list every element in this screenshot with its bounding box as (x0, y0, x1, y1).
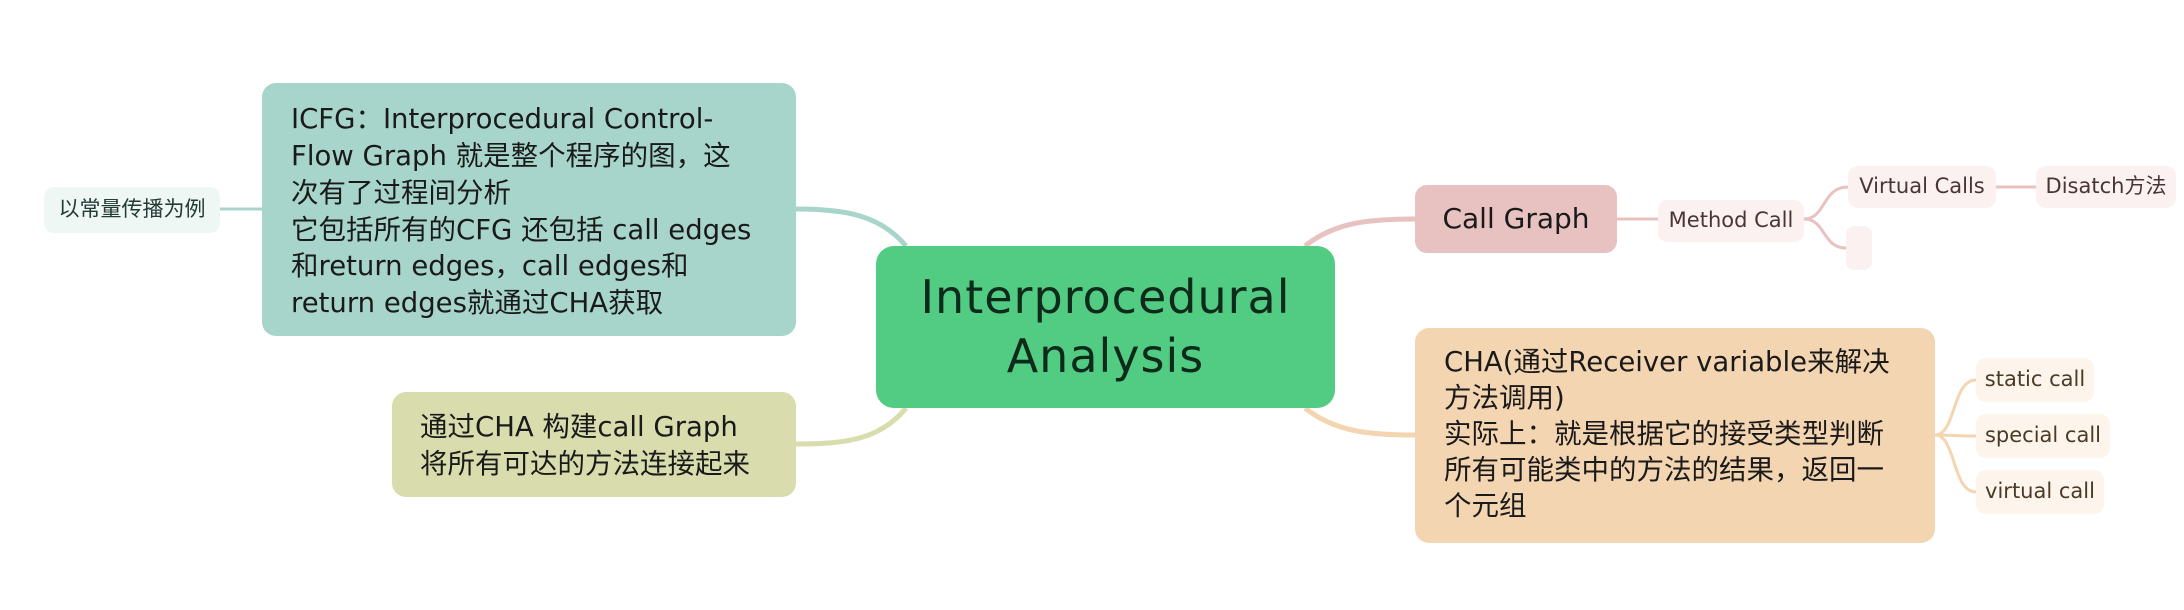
connector-methodcall-blank (1803, 217, 1847, 250)
connector-cha-staticcall (1934, 378, 1977, 437)
icfg-topic-text: ICFG：Interprocedural Control- Flow Graph… (291, 103, 752, 320)
virtual-call-label: virtual call (1985, 479, 2095, 504)
build-call-graph-text: 通过CHA 构建call Graph 将所有可达的方法连接起来 (420, 411, 750, 481)
special-call-label: special call (1984, 423, 2102, 448)
call-graph-label: Call Graph (1442, 201, 1590, 235)
cha-topic-text: CHA(通过Receiver variable来解决 方法调用) 实际上：就是根… (1444, 346, 1890, 523)
method-call-topic[interactable]: Method Call (1658, 200, 1804, 242)
icfg-topic[interactable]: ICFG：Interprocedural Control- Flow Graph… (262, 83, 796, 336)
constant-propagation-label: 以常量传播为例 (58, 197, 206, 222)
virtual-call-topic[interactable]: virtual call (1976, 470, 2104, 514)
dispatch-label: Disatch方法 (2045, 174, 2167, 199)
cha-topic[interactable]: CHA(通过Receiver variable来解决 方法调用) 实际上：就是根… (1415, 328, 1935, 543)
connector-methodcall-virtualcalls (1803, 185, 1849, 221)
static-call-label: static call (1984, 367, 2086, 392)
connector-root-callgraph (1303, 216, 1416, 248)
constant-propagation-topic[interactable]: 以常量传播为例 (44, 187, 220, 233)
root-topic[interactable]: Interprocedural Analysis (876, 246, 1335, 408)
call-graph-topic[interactable]: Call Graph (1415, 185, 1617, 253)
empty-topic[interactable] (1846, 226, 1872, 270)
special-call-topic[interactable]: special call (1976, 414, 2110, 458)
static-call-topic[interactable]: static call (1976, 358, 2094, 402)
connector-cha-specialcall (1934, 433, 1977, 438)
method-call-label: Method Call (1668, 208, 1794, 233)
virtual-calls-topic[interactable]: Virtual Calls (1848, 166, 1996, 208)
connector-root-cha (1303, 406, 1416, 438)
connector-cha-virtualcall (1934, 433, 1977, 494)
virtual-calls-label: Virtual Calls (1859, 174, 1985, 199)
root-topic-label: Interprocedural Analysis (920, 270, 1291, 383)
connector-root-icfg (795, 206, 908, 248)
connector-root-buildcg (795, 406, 908, 447)
build-call-graph-topic[interactable]: 通过CHA 构建call Graph 将所有可达的方法连接起来 (392, 392, 796, 497)
dispatch-topic[interactable]: Disatch方法 (2036, 166, 2176, 208)
